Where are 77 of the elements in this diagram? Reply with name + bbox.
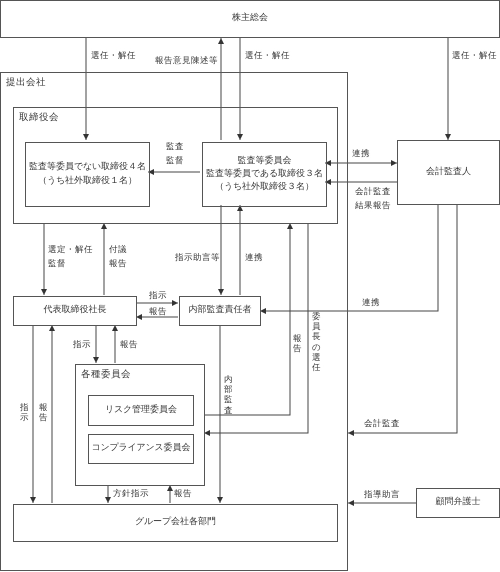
group-box xyxy=(0,72,348,571)
box-label: グループ会社各部門 xyxy=(135,516,216,530)
arrow xyxy=(136,300,178,306)
arrow xyxy=(105,484,111,504)
box-label: 監査等委員でない取締役４名（うち社外取締役１名） xyxy=(28,161,147,188)
arrow xyxy=(348,500,416,506)
arrow xyxy=(93,324,99,364)
edge-label: 報告意見陳述等 xyxy=(155,55,218,68)
edge-label: 選任・解任 xyxy=(245,50,290,63)
edge-label: 報告 xyxy=(120,339,138,352)
arrow xyxy=(112,324,118,364)
process-box xyxy=(25,142,150,207)
arrow xyxy=(218,38,224,140)
arrow xyxy=(83,38,89,140)
arrow xyxy=(260,204,438,314)
edge-label: 指示 xyxy=(73,339,91,352)
arrow xyxy=(167,484,173,504)
group-box xyxy=(13,107,338,224)
box-label: 内部監査責任者 xyxy=(188,304,252,318)
box-label: 顧問弁護士 xyxy=(436,496,480,510)
process-box xyxy=(397,140,500,205)
arrow xyxy=(136,314,178,320)
arrow xyxy=(49,324,55,504)
double-arrow xyxy=(324,160,398,166)
arrow xyxy=(445,38,451,140)
box-label: 代表取締役社長 xyxy=(44,304,106,318)
process-box xyxy=(202,142,327,207)
edge-label: 指示 xyxy=(149,290,167,303)
group-heading: 取締役会 xyxy=(19,111,59,124)
edge-label: 連携 xyxy=(352,148,370,161)
process-box xyxy=(416,488,500,518)
arrow xyxy=(204,222,308,436)
arrow xyxy=(41,222,47,296)
box-heading: 監査等委員会 xyxy=(238,154,292,168)
edge-label: 連携 xyxy=(245,252,263,265)
edge-label: 方針指示 xyxy=(113,488,149,501)
edge-label: 指導助言 xyxy=(364,489,400,502)
process-box xyxy=(0,0,500,38)
edge-label: 内部監査 xyxy=(224,375,233,416)
box-label: リスク管理委員会 xyxy=(105,404,177,417)
group-heading: 提出会社 xyxy=(6,76,46,89)
edge-label: 委員長の選任 xyxy=(312,312,321,374)
edge-label: 報告 xyxy=(39,403,48,424)
arrow xyxy=(237,38,243,140)
edge-label: 報告 xyxy=(293,334,302,354)
edge-label: 会計監査 xyxy=(364,418,400,431)
box-label: 会計監査人 xyxy=(426,166,471,179)
arrow xyxy=(237,204,243,296)
edge-label: 会計監査結果報告 xyxy=(355,186,392,213)
arrow xyxy=(348,204,458,436)
process-box xyxy=(88,395,194,426)
arrow xyxy=(324,179,398,185)
edge-label: 指示助言等 xyxy=(175,252,220,265)
arrow xyxy=(218,204,224,296)
group-heading: 各種委員会 xyxy=(81,368,131,381)
arrow xyxy=(101,222,107,296)
process-box xyxy=(179,296,261,326)
edge-label: 選任・解任 xyxy=(91,50,136,63)
edge-label: 選任・解任 xyxy=(452,50,497,63)
arrow xyxy=(217,324,223,504)
arrow xyxy=(30,324,36,504)
process-box xyxy=(13,296,137,326)
edge-label: 連携 xyxy=(362,297,380,310)
edge-label: 付議報告 xyxy=(109,244,128,271)
edge-label: 指示 xyxy=(20,403,29,424)
box-label: コンプライアンス委員会 xyxy=(92,442,190,456)
edge-label: 監査監督 xyxy=(166,141,185,168)
group-box xyxy=(75,364,205,486)
process-box xyxy=(88,434,194,464)
box-label: 監査等委員である取締役３名（うち社外取締役３名） xyxy=(205,168,324,194)
edge-label: 報告 xyxy=(174,488,192,501)
edge-label: 報告 xyxy=(149,306,167,319)
arrow xyxy=(148,169,200,175)
edge-label: 選定・解任監督 xyxy=(48,244,94,271)
process-box xyxy=(13,504,338,542)
box-label: 株主総会 xyxy=(232,12,268,26)
arrow xyxy=(204,222,293,416)
